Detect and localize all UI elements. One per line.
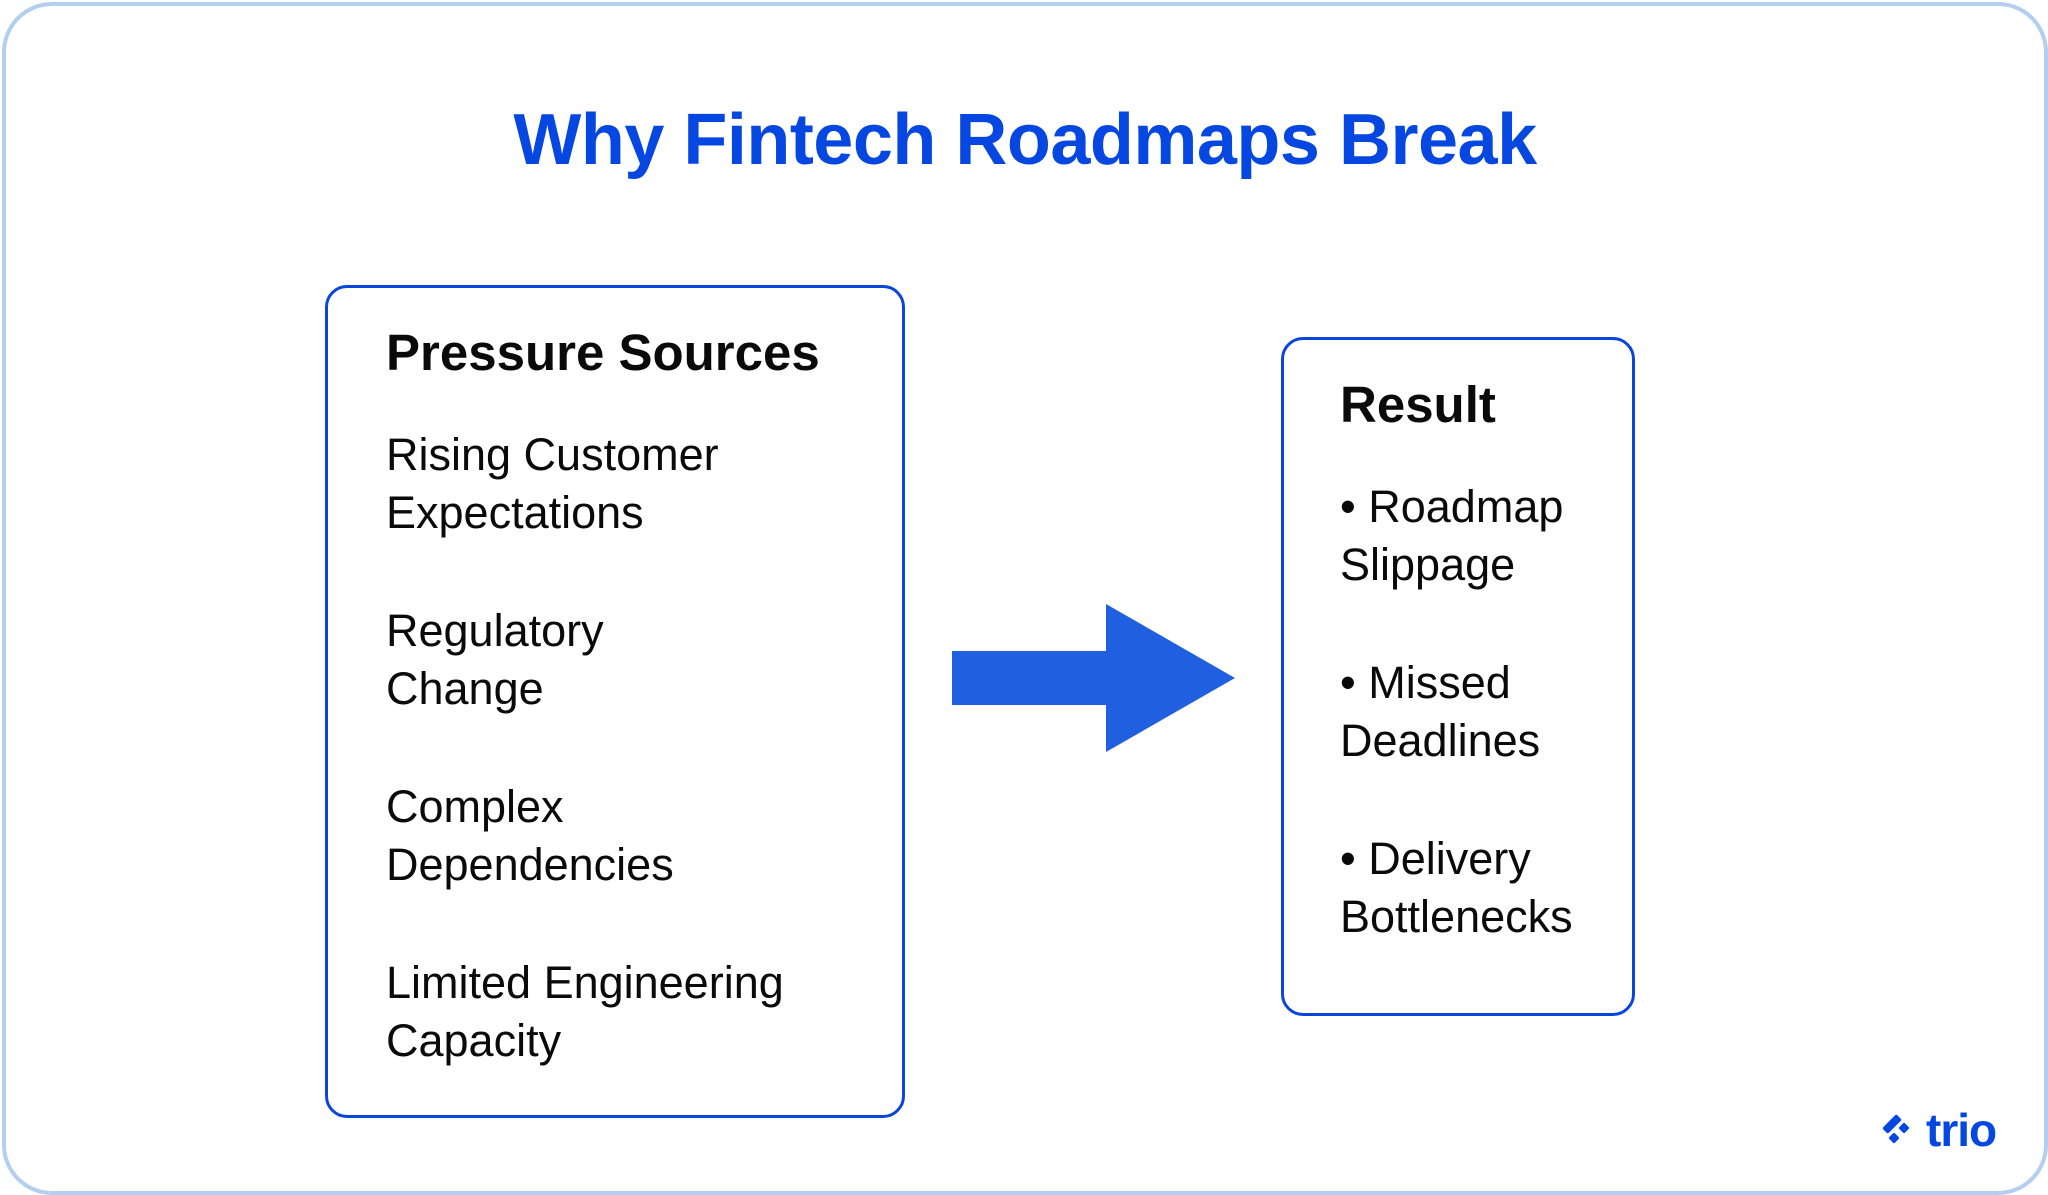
result-item: • Delivery Bottlenecks	[1340, 830, 1630, 946]
pressure-source-item: Complex Dependencies	[386, 778, 886, 894]
item-line: Bottlenecks	[1340, 891, 1573, 942]
result-item: • Roadmap Slippage	[1340, 478, 1630, 594]
trio-logo-text: trio	[1926, 1104, 1997, 1156]
item-line: Limited Engineering	[386, 957, 784, 1008]
item-line: Slippage	[1340, 539, 1516, 590]
result-heading: Result	[1340, 376, 1496, 433]
pressure-source-item: Limited Engineering Capacity	[386, 954, 886, 1070]
result-box: Result • Roadmap Slippage • Missed Deadl…	[1281, 337, 1635, 1016]
item-line: • Missed	[1340, 657, 1511, 708]
item-line: Rising Customer	[386, 429, 719, 480]
pressure-sources-box: Pressure Sources Rising Customer Expecta…	[325, 285, 905, 1118]
right-arrow-icon	[952, 604, 1235, 752]
item-line: Dependencies	[386, 839, 674, 890]
item-line: • Delivery	[1340, 833, 1531, 884]
trio-logo: trio	[1878, 1104, 1997, 1156]
item-line: • Roadmap	[1340, 481, 1564, 532]
pressure-source-item: Regulatory Change	[386, 602, 886, 718]
item-line: Regulatory	[386, 605, 604, 656]
trio-logo-icon	[1882, 1114, 1910, 1144]
item-line: Deadlines	[1340, 715, 1541, 766]
pressure-source-item: Rising Customer Expectations	[386, 426, 886, 542]
item-line: Capacity	[386, 1015, 562, 1066]
pressure-sources-heading: Pressure Sources	[386, 324, 820, 381]
result-item: • Missed Deadlines	[1340, 654, 1630, 770]
item-line: Change	[386, 663, 544, 714]
diagram-title: Why Fintech Roadmaps Break	[513, 100, 1537, 180]
item-line: Complex	[386, 781, 564, 832]
item-line: Expectations	[386, 487, 644, 538]
